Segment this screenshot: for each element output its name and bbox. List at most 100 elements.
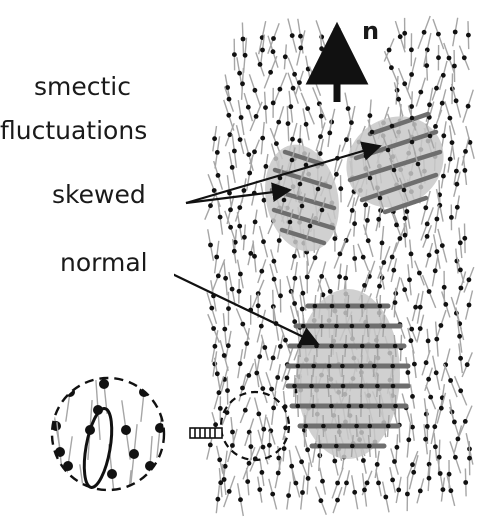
molecule-dot — [427, 289, 432, 294]
molecule-dot — [338, 186, 343, 191]
molecule-dot — [249, 444, 254, 449]
molecule-dot — [254, 114, 259, 119]
molecule-dot — [359, 404, 364, 409]
molecule-dot — [359, 364, 364, 369]
molecule-dot — [305, 275, 310, 280]
molecule-dot — [297, 344, 302, 349]
molecule-dot — [372, 364, 377, 369]
molecule-dot — [340, 364, 345, 369]
molecule-dot — [409, 252, 414, 257]
molecule-dot — [438, 471, 443, 476]
molecule-dot — [290, 158, 295, 163]
molecule-dot — [449, 215, 454, 220]
molecule-dot — [211, 326, 216, 331]
magnifier-lens — [51, 354, 165, 520]
molecule-dot — [381, 324, 386, 329]
molecule-dot — [341, 384, 346, 389]
molecule-dot — [394, 223, 399, 228]
molecule-dot — [123, 495, 133, 505]
molecule-dot — [455, 205, 460, 210]
molecule-dot — [439, 406, 444, 411]
molecule-dot — [241, 37, 246, 42]
molecule-dot — [409, 47, 414, 52]
molecule-dot — [303, 424, 308, 429]
molecule-dot — [378, 304, 383, 309]
molecule-dot — [271, 406, 276, 411]
molecule-dot — [278, 87, 283, 92]
molecule-dot — [300, 204, 305, 209]
molecule-dot — [407, 277, 412, 282]
molecule-dot — [278, 344, 283, 349]
molecule-dot — [381, 260, 386, 265]
molecule-dot — [410, 394, 415, 399]
molecule-dot — [238, 361, 243, 366]
molecule-dot — [409, 338, 414, 343]
molecule-dot — [276, 471, 281, 476]
molecule-dot — [216, 274, 221, 279]
molecule-dot — [228, 207, 233, 212]
molecule-dot — [226, 306, 231, 311]
molecule-dot — [458, 268, 463, 273]
molecule-dot — [208, 243, 213, 248]
molecule-dot — [215, 371, 220, 376]
molecule-dot — [294, 481, 299, 486]
molecule-dot — [327, 131, 332, 136]
molecule-dot — [213, 422, 218, 427]
molecule-dot — [260, 48, 265, 53]
zoom-connector — [190, 428, 222, 438]
molecule-dot — [386, 148, 391, 153]
molecule-dot — [278, 293, 283, 298]
molecule-dot — [425, 234, 430, 239]
molecule-dot — [467, 456, 472, 461]
molecule-dot — [352, 256, 357, 261]
molecule-dot — [337, 274, 342, 279]
molecule-dot — [390, 255, 395, 260]
molecule-dot — [432, 424, 437, 429]
molecule-dot — [226, 113, 231, 118]
molecule-dot — [396, 97, 401, 102]
molecule-dot — [360, 304, 365, 309]
molecule-dot — [440, 243, 445, 248]
molecule-dot — [292, 301, 297, 306]
molecule-dot — [354, 424, 359, 429]
molecule-dot — [406, 370, 411, 375]
molecule-dot — [405, 209, 410, 214]
molecule-dot — [259, 269, 264, 274]
molecule-dot — [242, 235, 247, 240]
molecule-dot — [319, 498, 324, 503]
molecule-dot — [212, 136, 217, 141]
molecule-dot — [252, 149, 257, 154]
molecule-dot — [240, 322, 245, 327]
molecule-dot — [283, 426, 288, 431]
molecule-dot — [466, 104, 471, 109]
molecule-dot — [338, 252, 343, 257]
molecule-dot — [256, 303, 261, 308]
molecule-dot — [334, 172, 339, 177]
molecule-dot — [286, 121, 291, 126]
molecule-dot — [402, 31, 407, 36]
molecule-dot — [256, 412, 261, 417]
molecule-dot — [270, 492, 275, 497]
molecule-dot — [237, 224, 242, 229]
molecule-dot — [237, 71, 242, 76]
molecule-dot — [296, 404, 301, 409]
molecule-dot — [335, 481, 340, 486]
molecule-dot — [380, 241, 385, 246]
molecule-dot — [316, 187, 321, 192]
molecule-dot — [389, 65, 394, 70]
molecule-dot — [283, 338, 288, 343]
molecule-dot — [230, 443, 235, 448]
molecule-dot — [423, 205, 428, 210]
molecule-dot — [263, 105, 268, 110]
molecule-dot — [434, 370, 439, 375]
molecule-dot — [344, 481, 349, 486]
molecule-dot — [296, 364, 301, 369]
molecule-dot — [427, 476, 432, 481]
molecule-dot — [121, 425, 131, 435]
molecule-dot — [395, 445, 400, 450]
molecule-dot — [308, 224, 313, 229]
molecule-dot — [290, 33, 295, 38]
molecule-dot — [370, 130, 375, 135]
molecule-dot — [391, 268, 396, 273]
molecule-dot — [230, 287, 235, 292]
